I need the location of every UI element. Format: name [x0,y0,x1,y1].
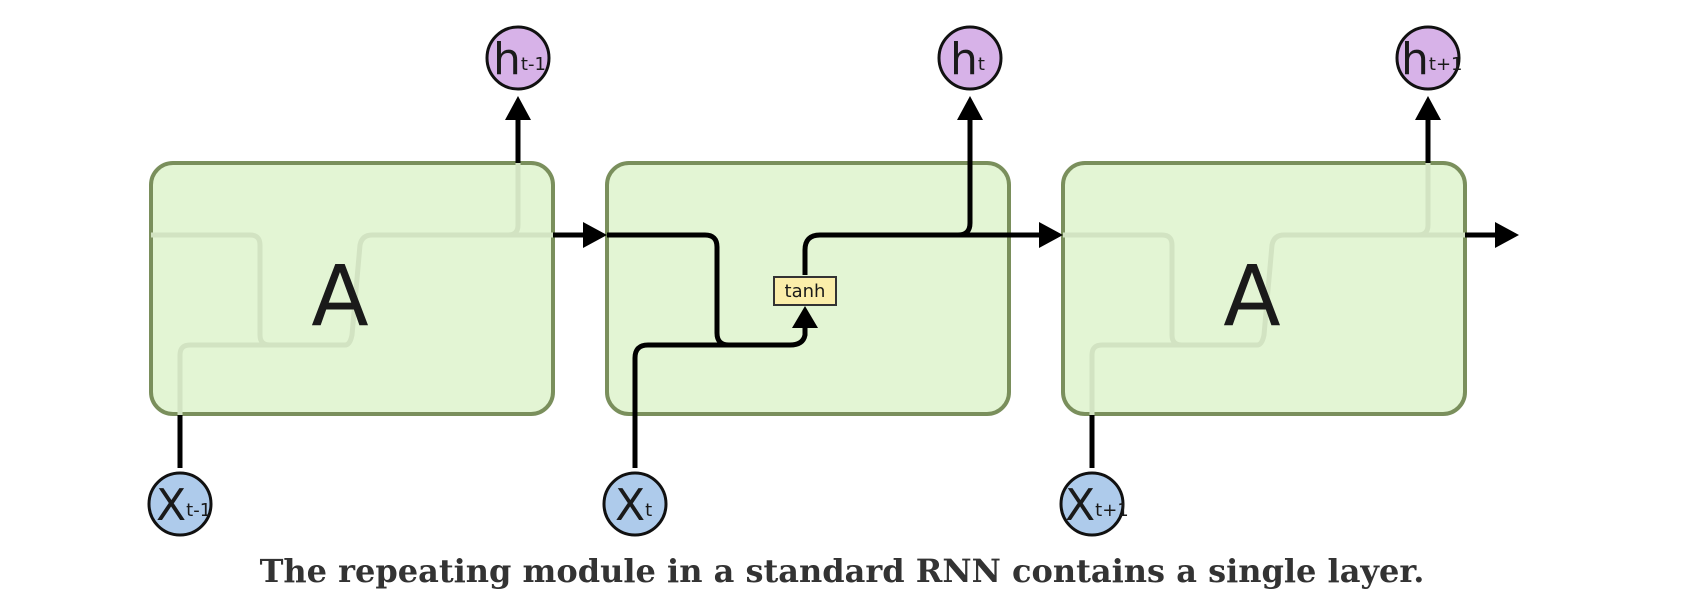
module-right: A [1061,161,1467,416]
arrowhead-middle-to-right [1039,222,1063,248]
input-left-main: X [156,480,186,531]
tanh-layer-box [773,276,837,306]
module-right-label: A [1223,247,1280,345]
tanh-layer-label: tanh [785,281,826,302]
input-middle-main: X [615,480,645,531]
module-left-label: A [311,247,368,345]
output-node-left: ht-1 [485,25,551,91]
input-xt-path [632,342,729,468]
arrowhead-output-left [505,96,531,120]
input-right-sub: t+1 [1095,500,1129,521]
svg-text:ht+1: ht+1 [1401,34,1462,85]
output-left-sub: t-1 [521,54,546,75]
output-node-right: ht+1 [1395,25,1462,91]
figure-caption: The repeating module in a standard RNN c… [259,552,1425,590]
tanh-layer: tanh [773,276,837,306]
module-right-faint-paths [1063,163,1465,415]
svg-text:ht: ht [950,34,985,85]
output-right-main: h [1401,34,1429,85]
svg-text:Xt-1: Xt-1 [156,480,211,531]
hidden-state-in-path [607,232,808,348]
output-left-main: h [493,34,521,85]
output-node-middle: ht [937,25,1003,91]
arrowhead-right-out [1495,222,1519,248]
input-node-right: Xt+1 [1059,471,1129,537]
arrowhead-left-to-middle [583,222,607,248]
connections [177,118,1496,468]
input-node-middle: Xt [602,471,668,537]
svg-text:Xt+1: Xt+1 [1065,480,1129,531]
layer-output-path [802,120,973,275]
module-left-box [149,161,555,416]
module-left-faint-paths [151,163,553,415]
module-left: A [149,161,555,416]
input-left-sub: t-1 [186,500,211,521]
arrowhead-output-middle [957,96,983,120]
arrowhead-output-right [1415,96,1441,120]
svg-text:ht-1: ht-1 [493,34,546,85]
arrowhead-into-layer [792,306,818,328]
arrowheads [505,96,1519,328]
svg-text:Xt: Xt [615,480,652,531]
input-right-main: X [1065,480,1095,531]
input-middle-sub: t [645,500,652,521]
output-middle-sub: t [978,54,985,75]
input-node-left: Xt-1 [147,471,213,537]
output-right-sub: t+1 [1429,54,1463,75]
output-middle-main: h [950,34,978,85]
module-right-box [1061,161,1467,416]
